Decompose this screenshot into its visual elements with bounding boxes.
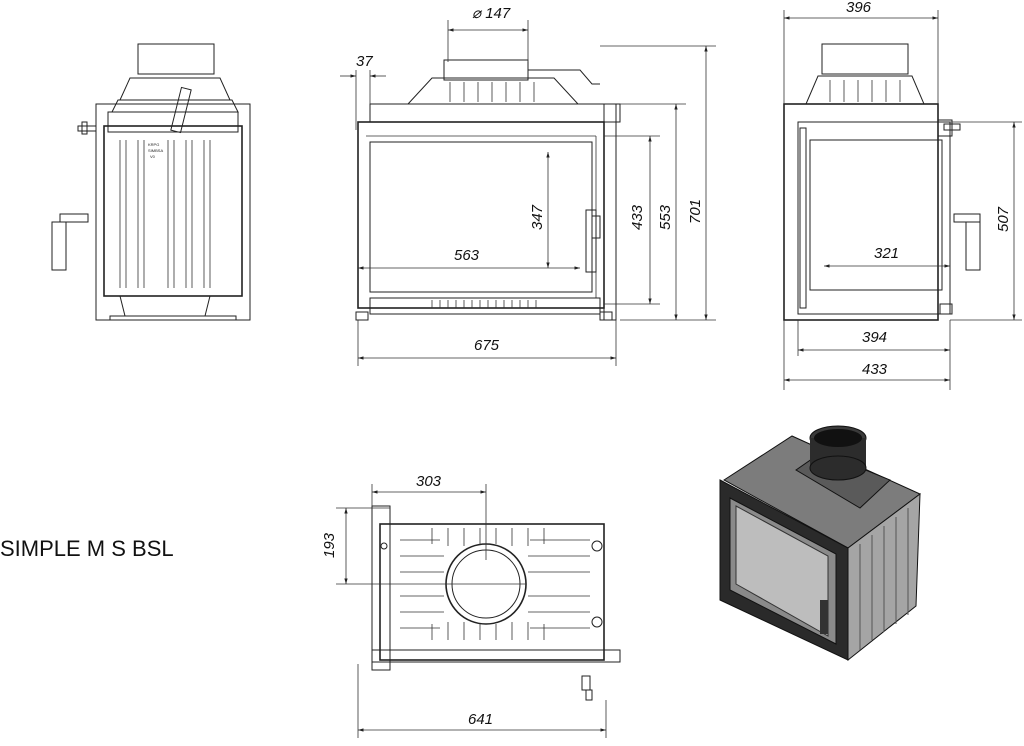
front-view bbox=[355, 59, 621, 321]
side-plate-text: SIMBSA bbox=[148, 148, 163, 153]
dim-glass-width: 563 bbox=[454, 247, 480, 264]
dim-side-height: 507 bbox=[995, 206, 1012, 232]
dim-side-glass-width: 321 bbox=[874, 245, 899, 262]
isometric-view bbox=[719, 425, 921, 662]
model-title: SIMPLE M S BSL bbox=[0, 536, 174, 561]
left-side-view: KRPG SIMBSA V0 bbox=[51, 43, 251, 321]
dimension-labels: ⌀ 147 37 563 347 433 553 701 675 396 507… bbox=[321, 0, 1012, 728]
dim-front-width: 675 bbox=[474, 337, 500, 354]
dimension-lines bbox=[336, 10, 1022, 738]
dim-flue-offset: 37 bbox=[356, 53, 373, 70]
right-top-fins bbox=[829, 80, 901, 102]
dim-body-height: 553 bbox=[657, 204, 674, 230]
dim-side-depth: 396 bbox=[846, 0, 872, 16]
dim-door-height: 433 bbox=[629, 204, 646, 230]
dim-side-total-width: 433 bbox=[862, 361, 888, 378]
side-plate-text: KRPG bbox=[148, 142, 159, 147]
dim-flue-diameter: ⌀ 147 bbox=[472, 5, 511, 22]
right-side-view bbox=[783, 43, 981, 321]
dim-top-width: 641 bbox=[468, 711, 493, 728]
dim-side-frame-width: 394 bbox=[862, 329, 887, 346]
dim-top-offset: 303 bbox=[416, 473, 442, 490]
dim-total-height: 701 bbox=[687, 199, 704, 224]
front-top-fins bbox=[449, 82, 535, 102]
side-ribs bbox=[119, 140, 211, 288]
dim-top-depth: 193 bbox=[321, 532, 338, 558]
front-vent-slots bbox=[431, 300, 537, 308]
dim-glass-height: 347 bbox=[529, 204, 546, 230]
side-plate-text: V0 bbox=[150, 154, 156, 159]
top-ribs bbox=[400, 528, 590, 640]
top-view bbox=[371, 505, 621, 701]
iso-side-ribs bbox=[859, 508, 909, 650]
